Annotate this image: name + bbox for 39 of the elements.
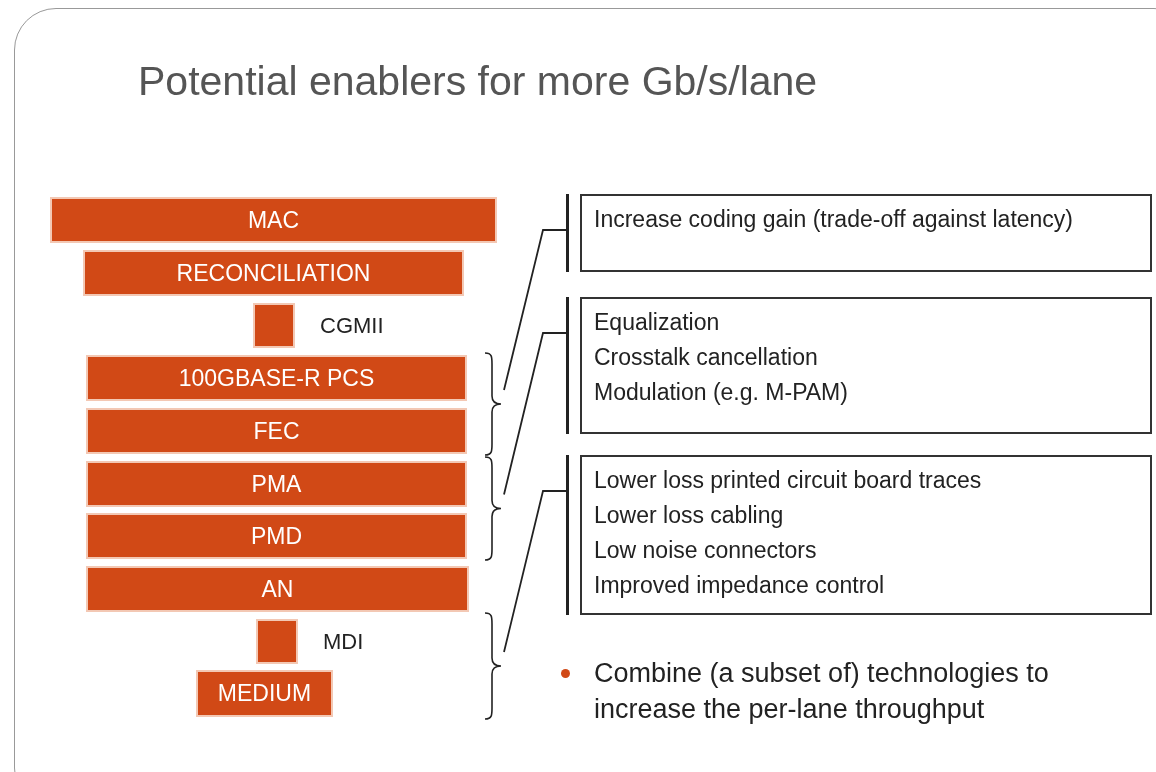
curly-brace bbox=[483, 612, 503, 720]
layer-name: PMD bbox=[250, 522, 303, 550]
title: Potential enablers for more Gb/s/lane bbox=[138, 58, 818, 105]
box-text: Modulation (e.g. M-PAM) bbox=[594, 378, 849, 407]
layer-box bbox=[86, 566, 469, 612]
layer-box bbox=[86, 355, 467, 401]
curly-brace bbox=[483, 456, 503, 561]
box-text: Lower loss cabling bbox=[594, 501, 785, 530]
text-box bbox=[566, 455, 1152, 615]
interface-label: MDI bbox=[323, 629, 364, 655]
box-text: Improved impedance control bbox=[594, 571, 886, 600]
curly-brace bbox=[483, 352, 503, 456]
box-text: Low noise connectors bbox=[594, 536, 818, 565]
layer-box bbox=[86, 461, 467, 507]
layer-name: FEC bbox=[253, 417, 300, 445]
leader-line bbox=[503, 229, 567, 391]
layer-name: MAC bbox=[247, 206, 300, 234]
connector-box bbox=[253, 303, 295, 348]
layer-name: RECONCILIATION bbox=[176, 259, 371, 287]
box-text: Equalization bbox=[594, 308, 721, 337]
layer-box bbox=[86, 408, 467, 454]
layer-box bbox=[86, 513, 467, 559]
text-box bbox=[566, 297, 1152, 434]
bullet-text: Combine (a subset of) technologies to increase the per-lane throughput bbox=[594, 657, 1050, 726]
box-text: Lower loss printed circuit board traces bbox=[594, 466, 983, 495]
interface-label: CGMII bbox=[320, 313, 384, 339]
layer-name: PMA bbox=[251, 470, 302, 498]
connector-box bbox=[256, 619, 298, 664]
layer-box bbox=[50, 197, 497, 243]
layer-name: 100GBASE-R PCS bbox=[178, 364, 375, 392]
box-text: Crosstalk cancellation bbox=[594, 343, 819, 372]
box-text: Increase coding gain (trade-off against latency) bbox=[594, 205, 1075, 234]
layer-name: AN bbox=[261, 575, 294, 603]
layer-name: MEDIUM bbox=[217, 680, 312, 707]
text-box bbox=[566, 194, 1152, 272]
layer-box bbox=[83, 250, 464, 296]
leader-line bbox=[503, 332, 567, 496]
leader-line bbox=[503, 490, 567, 653]
layer-box bbox=[196, 670, 333, 717]
